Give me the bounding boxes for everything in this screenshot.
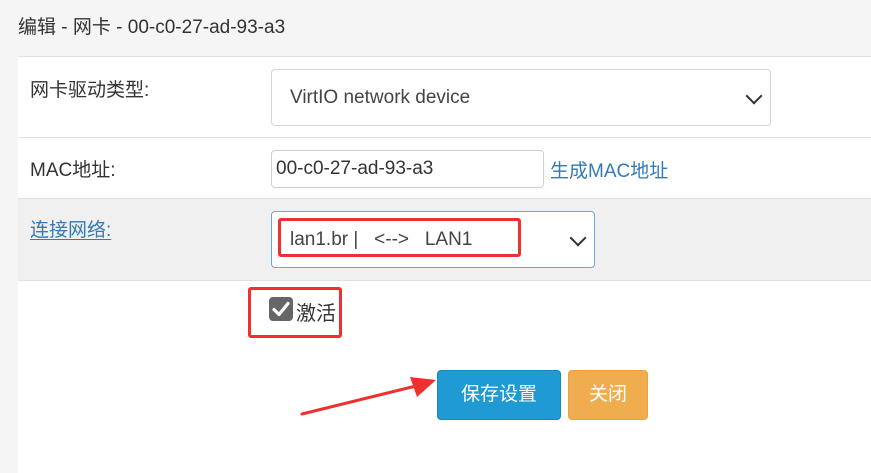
network-label[interactable]: 连接网络: (30, 220, 112, 241)
mac-input[interactable] (271, 150, 544, 188)
highlight-box-active (248, 287, 342, 338)
active-checkbox[interactable] (269, 297, 293, 321)
check-icon (272, 301, 290, 317)
active-label: 激活 (296, 303, 336, 325)
active-row: 激活 保存设置 关闭 (18, 280, 871, 473)
highlight-box-network (278, 218, 521, 257)
mac-row: MAC地址: 生成MAC地址 (18, 137, 871, 199)
driver-row: 网卡驱动类型: VirtIO network device (18, 56, 871, 138)
page-title: 编辑 - 网卡 - 00-c0-27-ad-93-a3 (18, 17, 286, 38)
mac-label: MAC地址: (30, 160, 116, 181)
arrow-icon (300, 377, 436, 416)
save-button[interactable]: 保存设置 (437, 370, 561, 420)
driver-select[interactable]: VirtIO network device (271, 69, 771, 126)
chevron-down-icon (569, 229, 587, 246)
generate-mac-link[interactable]: 生成MAC地址 (550, 161, 669, 182)
network-select-value: lan1.br | <--> LAN1 (290, 228, 473, 250)
nic-edit-form: 网卡驱动类型: VirtIO network device MAC地址: 生成M… (18, 56, 871, 473)
driver-select-value: VirtIO network device (290, 86, 471, 108)
network-row: 连接网络: lan1.br | <--> LAN1 (18, 198, 871, 281)
close-button[interactable]: 关闭 (568, 370, 648, 420)
driver-label: 网卡驱动类型: (30, 80, 150, 101)
chevron-down-icon (745, 87, 763, 104)
